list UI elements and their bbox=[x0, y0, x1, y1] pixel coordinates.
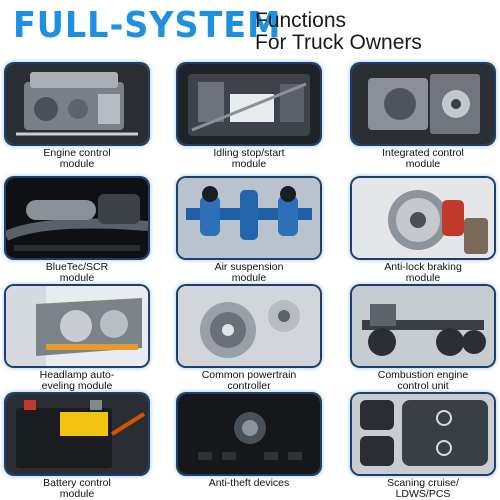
module-label: Headlamp auto- eveling module bbox=[39, 369, 115, 392]
module-label: Anti-theft devices bbox=[208, 477, 290, 489]
module-label: Air suspension module bbox=[214, 261, 284, 284]
headlamp-icon bbox=[6, 286, 148, 366]
battery-icon bbox=[6, 394, 148, 474]
page-title: FULL-SYSTEM bbox=[13, 5, 282, 46]
module-label: Idling stop/start module bbox=[213, 147, 285, 170]
module-label: Battery control module bbox=[43, 477, 111, 500]
module-label: Integrated control module bbox=[382, 147, 464, 170]
subtitle-line-2: For Truck Owners bbox=[255, 31, 422, 54]
engine-icon bbox=[6, 64, 148, 144]
exhaust-system-icon bbox=[6, 178, 148, 258]
engine-bay-icon bbox=[178, 64, 320, 144]
dashboard-buttons-icon bbox=[352, 394, 494, 474]
header: FULL-SYSTEM Functions For Truck Owners bbox=[0, 0, 500, 60]
module-label: Scaning cruise/ LDWS/PCS bbox=[387, 477, 459, 500]
brake-disc-icon bbox=[352, 178, 494, 258]
module-label: Engine control module bbox=[43, 147, 111, 170]
module-label: BlueTec/SCR module bbox=[45, 261, 109, 284]
page-subtitle: Functions For Truck Owners bbox=[255, 10, 422, 53]
suspension-icon bbox=[178, 178, 320, 258]
module-grid: Engine control module Idling stop/start … bbox=[6, 64, 494, 500]
engine-assembly-icon bbox=[352, 64, 494, 144]
ignition-icon bbox=[178, 394, 320, 474]
module-label: Anti-lock braking module bbox=[384, 261, 462, 284]
module-label: Common powertrain controller bbox=[201, 369, 297, 392]
pulley-icon bbox=[178, 286, 320, 366]
module-label: Combustion engine control unit bbox=[377, 369, 469, 392]
chassis-icon bbox=[352, 286, 494, 366]
subtitle-line-1: Functions bbox=[255, 9, 347, 32]
